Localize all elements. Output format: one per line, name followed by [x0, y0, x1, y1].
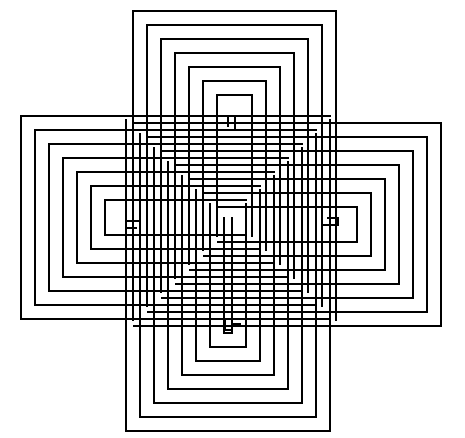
right-spiral-ring-1	[133, 122, 442, 327]
right-spiral-ring-7	[217, 206, 358, 243]
bottom-spiral-ring-8	[223, 217, 233, 334]
right-spiral-ring-6	[203, 192, 372, 257]
bottom-spiral-ring-5	[181, 175, 275, 376]
right-spiral-center-hook	[323, 217, 339, 226]
bottom-spiral-ring-1	[125, 119, 331, 432]
left-spiral-ring-5	[76, 171, 275, 264]
right-spiral-ring-5	[189, 178, 386, 271]
bottom-spiral-ring-4	[167, 161, 289, 390]
bottom-spiral-ring-6	[195, 189, 261, 362]
left-spiral-ring-1	[20, 115, 331, 320]
right-spiral-ring-4	[175, 164, 400, 285]
left-spiral-ring-6	[90, 185, 261, 250]
bottom-spiral-ring-3	[153, 147, 303, 404]
right-spiral-ring-2	[147, 136, 428, 313]
left-spiral-center-hook	[125, 220, 141, 229]
left-spiral-ring-4	[62, 157, 289, 278]
left-spiral-ring-2	[34, 129, 317, 306]
bottom-spiral-ring-2	[139, 133, 317, 418]
bottom-spiral-ring-7	[209, 203, 247, 348]
right-spiral-ring-3	[161, 150, 414, 299]
left-spiral-ring-3	[48, 143, 303, 292]
left-spiral-ring-7	[104, 199, 247, 236]
